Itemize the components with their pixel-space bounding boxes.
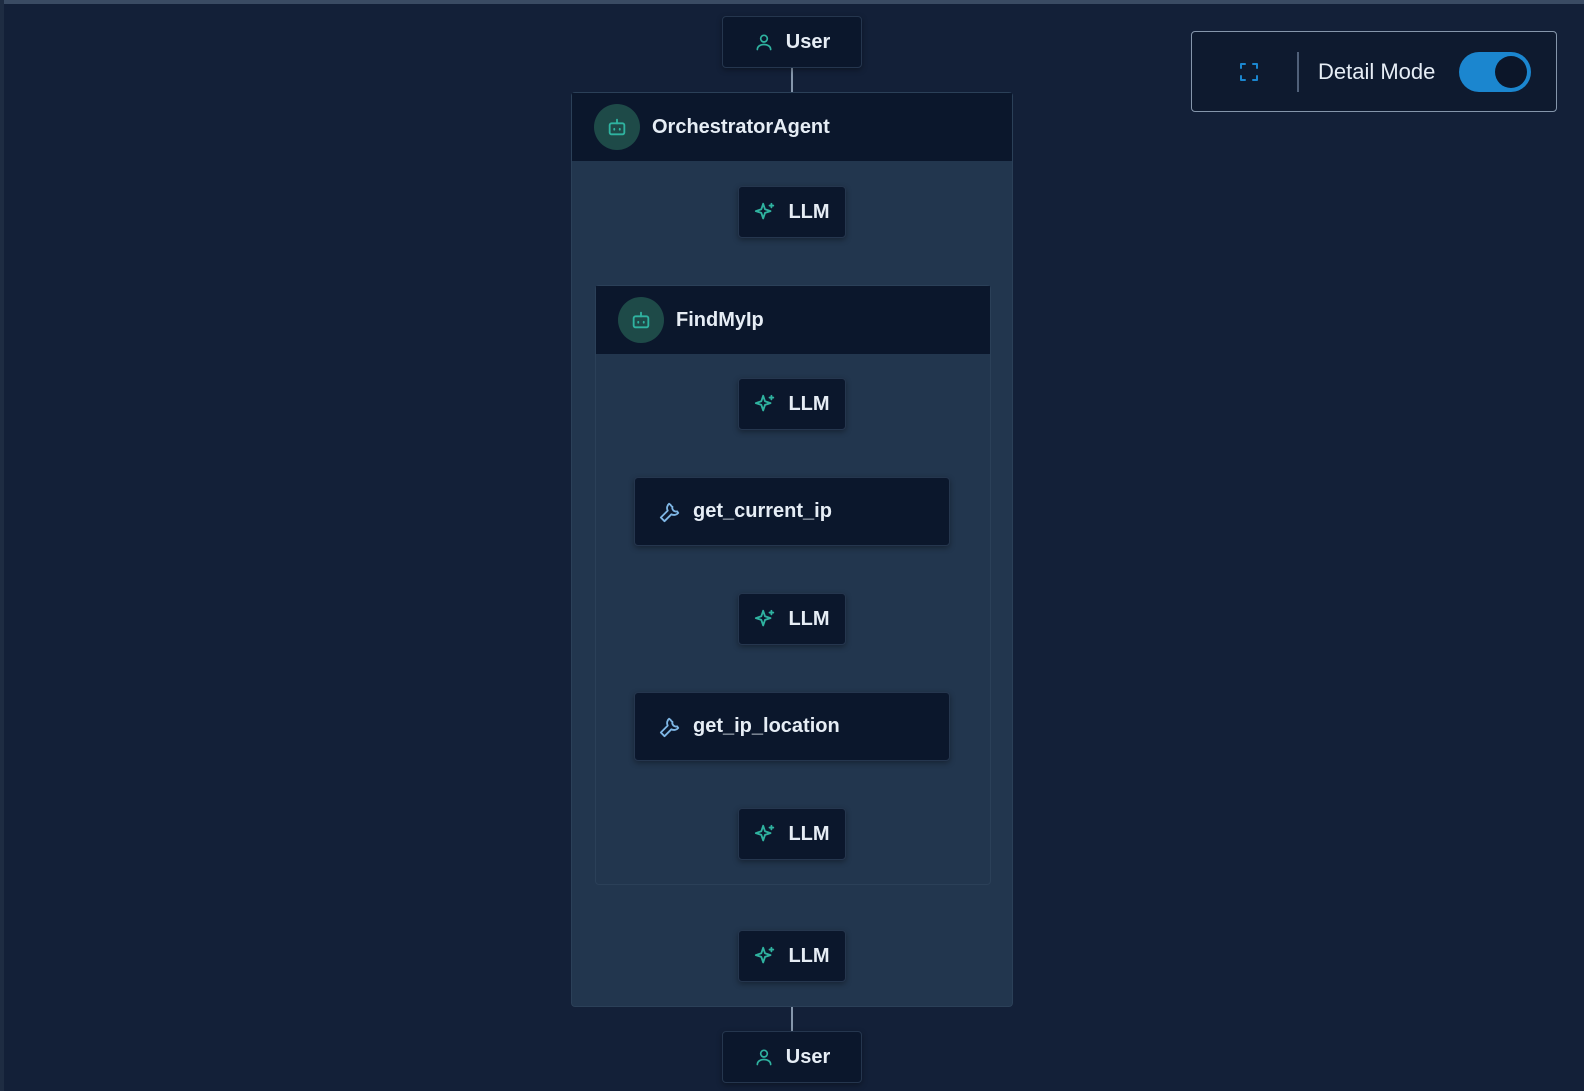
llm-label: LLM — [788, 944, 830, 967]
user-icon — [754, 32, 774, 52]
toggle-knob — [1495, 56, 1527, 88]
edge-user-to-orchestrator — [791, 68, 793, 92]
user-start-label: User — [785, 30, 831, 53]
bot-icon — [618, 297, 664, 343]
user-icon — [754, 1047, 774, 1067]
detail-mode-toggle[interactable] — [1459, 52, 1531, 92]
orchestrator-agent-name: OrchestratorAgent — [652, 115, 830, 138]
panel-divider — [1297, 52, 1299, 92]
findmyip-llm-node-1[interactable]: LLM — [738, 378, 846, 430]
tool-get-current-ip-node[interactable]: get_current_ip — [634, 477, 950, 546]
findmyip-llm-node-2[interactable]: LLM — [738, 593, 846, 645]
edge-orchestrator-to-user — [791, 1007, 793, 1031]
orchestrator-llm-node[interactable]: LLM — [738, 186, 846, 238]
findmyip-agent-name: FindMyIp — [676, 308, 764, 331]
view-controls-panel: Detail Mode — [1191, 31, 1557, 112]
orchestrator-agent-header[interactable]: OrchestratorAgent — [572, 93, 1012, 161]
fit-view-button[interactable] — [1232, 55, 1266, 89]
orchestrator-llm-node-final[interactable]: LLM — [738, 930, 846, 982]
tool-name: get_ip_location — [693, 715, 840, 737]
llm-label: LLM — [788, 200, 830, 223]
llm-label: LLM — [788, 822, 830, 845]
bot-icon — [594, 104, 640, 150]
findmyip-llm-node-3[interactable]: LLM — [738, 808, 846, 860]
findmyip-agent-container[interactable]: FindMyIp — [595, 285, 991, 885]
user-end-node[interactable]: User — [722, 1031, 862, 1083]
sparkles-icon — [754, 608, 776, 630]
user-end-label: User — [785, 1045, 831, 1068]
sparkles-icon — [754, 823, 776, 845]
tool-get-ip-location-node[interactable]: get_ip_location — [634, 692, 950, 761]
tool-name: get_current_ip — [693, 500, 832, 522]
window-left-border — [0, 0, 4, 1091]
sparkles-icon — [754, 393, 776, 415]
findmyip-agent-header[interactable]: FindMyIp — [596, 286, 990, 354]
sparkles-icon — [754, 201, 776, 223]
wrench-icon — [659, 501, 681, 523]
llm-label: LLM — [788, 607, 830, 630]
window-top-border — [0, 0, 1584, 4]
user-start-node[interactable]: User — [722, 16, 862, 68]
llm-label: LLM — [788, 392, 830, 415]
wrench-icon — [659, 716, 681, 738]
detail-mode-label: Detail Mode — [1318, 59, 1436, 84]
sparkles-icon — [754, 945, 776, 967]
fit-view-icon — [1237, 60, 1261, 84]
